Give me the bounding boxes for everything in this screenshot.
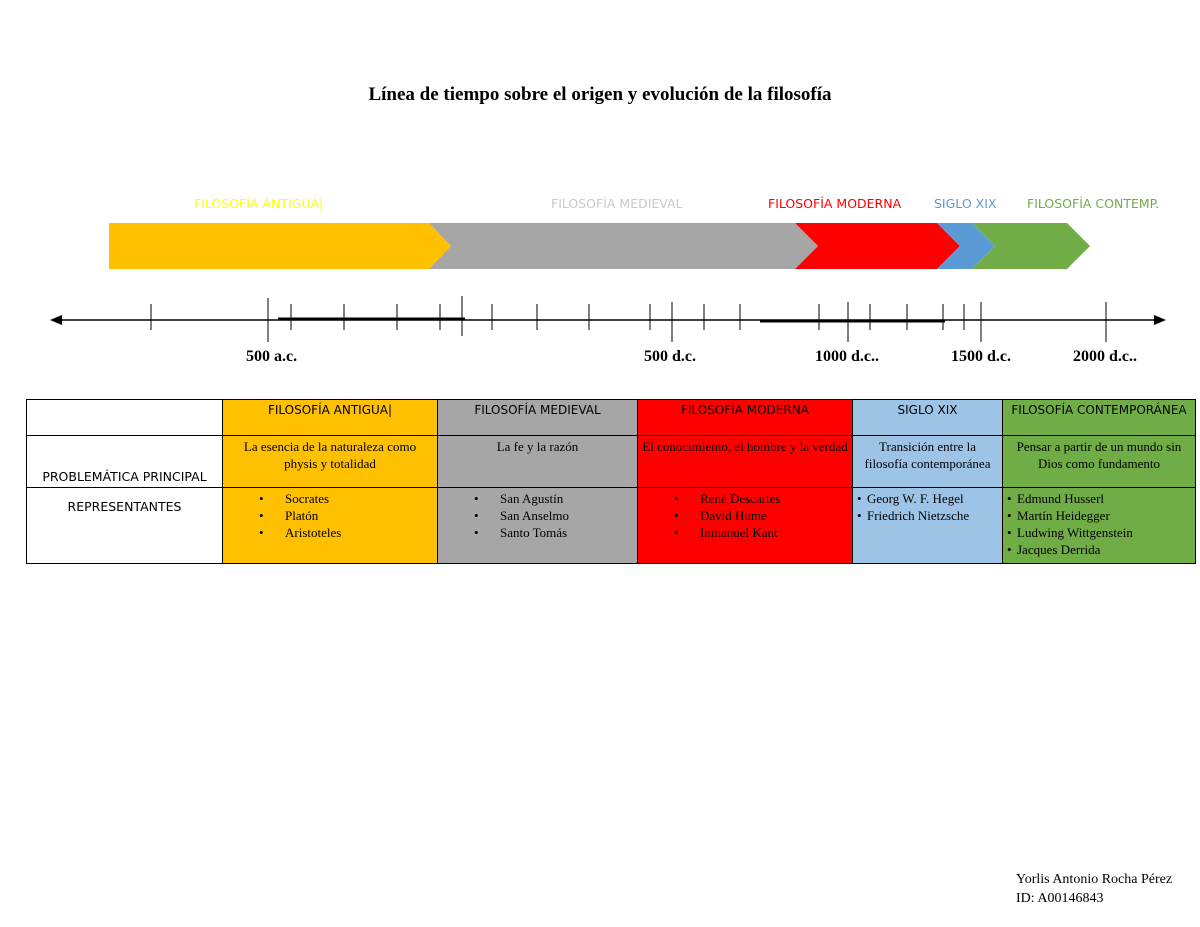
axis-arrow-left [50, 315, 62, 325]
header-medieval: FILOSOFÍA MEDIEVAL [437, 399, 638, 436]
table-header-row: FILOSOFÍA ANTIGUA| FILOSOFÍA MEDIEVAL FI… [26, 399, 1196, 436]
problematica-moderna: El conocimiento, el hombre y la verdad [637, 435, 853, 488]
table-corner-cell [26, 399, 223, 436]
era-summary-table: FILOSOFÍA ANTIGUA| FILOSOFÍA MEDIEVAL FI… [26, 399, 1196, 564]
axis-label-1500dc: 1500 d.c. [951, 348, 1011, 365]
problematica-siglo-xix: Transición entre la filosofía contemporá… [852, 435, 1003, 488]
list-item: Ludwing Wittgenstein [1007, 524, 1191, 541]
problematica-antigua: La esencia de la naturaleza como physis … [222, 435, 438, 488]
author-block: Yorlis Antonio Rocha Pérez ID: A00146843 [1016, 870, 1172, 908]
header-contemporanea: FILOSOFÍA CONTEMPORÁNEA [1002, 399, 1196, 436]
table-row-problematica: PROBLEMÁTICA PRINCIPAL La esencia de la … [26, 435, 1196, 488]
era-bands [109, 223, 1090, 269]
axis-label-2000dc: 2000 d.c.. [1073, 348, 1137, 365]
list-item: Socrates [227, 490, 433, 507]
list-item: Georg W. F. Hegel [857, 490, 998, 507]
era-label-siglo-xix: SIGLO XIX [934, 196, 997, 211]
axis-label-500dc: 500 d.c. [644, 348, 696, 365]
band-contemporanea [972, 223, 1090, 269]
representantes-list: René Descartes David Hume Inmanuel Kant [642, 490, 848, 541]
band-moderna [795, 223, 960, 269]
list-item: Aristoteles [227, 524, 433, 541]
author-id: ID: A00146843 [1016, 891, 1104, 906]
axis-arrow-right [1154, 315, 1166, 325]
representantes-list: Edmund Husserl Martín Heidegger Ludwing … [1007, 490, 1191, 558]
list-item: Inmanuel Kant [642, 524, 848, 541]
axis-label-500ac: 500 a.c. [246, 348, 298, 365]
band-siglo-xix [937, 223, 995, 269]
representantes-antigua: Socrates Platón Aristoteles [222, 487, 438, 564]
table-row-representantes: REPRESENTANTES Socrates Platón Aristotel… [26, 487, 1196, 564]
list-item: David Hume [642, 507, 848, 524]
representantes-list: San Agustín San Anselmo Santo Tomás [442, 490, 633, 541]
list-item: Edmund Husserl [1007, 490, 1191, 507]
era-label-contemporanea: FILOSOFÍA CONTEMP. [1027, 196, 1160, 211]
list-item: Santo Tomás [442, 524, 633, 541]
problematica-contemporanea: Pensar a partir de un mundo sin Dios com… [1002, 435, 1196, 488]
representantes-moderna: René Descartes David Hume Inmanuel Kant [637, 487, 853, 564]
band-antigua [109, 223, 451, 269]
list-item: San Agustín [442, 490, 633, 507]
band-medieval [429, 223, 818, 269]
problematica-medieval: La fe y la razón [437, 435, 638, 488]
list-item: San Anselmo [442, 507, 633, 524]
list-item: Martín Heidegger [1007, 507, 1191, 524]
row-label-representantes: REPRESENTANTES [26, 487, 223, 564]
row-label-problematica: PROBLEMÁTICA PRINCIPAL [26, 435, 223, 488]
representantes-list: Socrates Platón Aristoteles [227, 490, 433, 541]
representantes-medieval: San Agustín San Anselmo Santo Tomás [437, 487, 638, 564]
page-title: Línea de tiempo sobre el origen y evoluc… [368, 84, 832, 105]
era-label-antigua: FILOSOFÍA ANTIGUA| [194, 196, 324, 211]
axis-ticks [150, 296, 1107, 342]
list-item: Platón [227, 507, 433, 524]
list-item: René Descartes [642, 490, 848, 507]
era-label-medieval: FILOSOFÍA MEDIEVAL [551, 196, 683, 211]
header-moderna: FILOSOFÍA MODERNA [637, 399, 853, 436]
list-item: Friedrich Nietzsche [857, 507, 998, 524]
representantes-list: Georg W. F. Hegel Friedrich Nietzsche [857, 490, 998, 524]
era-label-moderna: FILOSOFÍA MODERNA [768, 196, 902, 211]
list-item: Jacques Derrida [1007, 541, 1191, 558]
representantes-contemporanea: Edmund Husserl Martín Heidegger Ludwing … [1002, 487, 1196, 564]
header-siglo-xix: SIGLO XIX [852, 399, 1003, 436]
axis-label-1000dc: 1000 d.c.. [815, 348, 879, 365]
author-name: Yorlis Antonio Rocha Pérez [1016, 872, 1173, 887]
header-antigua: FILOSOFÍA ANTIGUA| [222, 399, 438, 436]
timeline-axis [50, 296, 1166, 342]
representantes-siglo-xix: Georg W. F. Hegel Friedrich Nietzsche [852, 487, 1003, 564]
